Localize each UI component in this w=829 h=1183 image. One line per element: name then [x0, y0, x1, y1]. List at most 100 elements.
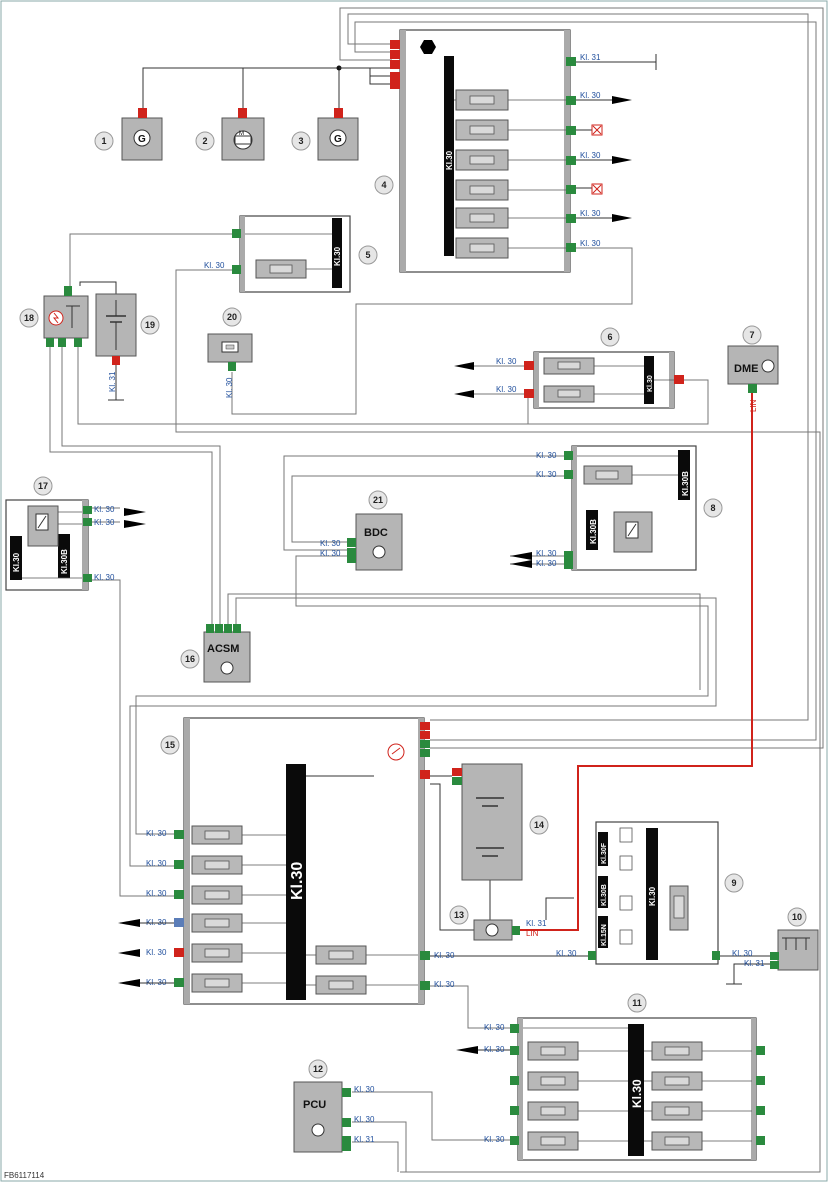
acsm-control-unit-16: ACSM: [203, 624, 251, 683]
terminal-label: Kl. 30: [496, 357, 517, 366]
terminal-label: Kl. 30: [146, 889, 167, 898]
pcu-control-unit-12: PCU Kl. 30 Kl. 30 Kl. 31: [293, 1081, 375, 1153]
svg-text:3: 3: [298, 136, 303, 146]
generator-3: G: [317, 108, 359, 161]
svg-text:11: 11: [632, 998, 642, 1008]
distribution-box-17: Kl.30 Kl.30B Kl. 30 Kl. 30 Kl. 30: [5, 499, 146, 591]
svg-text:12: 12: [313, 1064, 323, 1074]
svg-text:2: 2: [202, 136, 207, 146]
number-badge-21: 21: [368, 490, 388, 510]
battery-14: [452, 763, 523, 881]
terminal-label: Kl. 30: [146, 829, 167, 838]
svg-text:20: 20: [227, 312, 237, 322]
number-badge-17: 17: [33, 476, 53, 496]
terminal-label: Kl. 30: [94, 505, 115, 514]
arrow-left-icon: [510, 560, 532, 568]
distribution-box-9: Kl.30 Kl.30F Kl.30B Kl.15N Kl. 30 Kl. 30: [556, 821, 753, 985]
bus-label-9c: Kl.15N: [601, 924, 608, 946]
distribution-box-6: Kl.30 Kl. 30 Kl. 30: [454, 351, 684, 409]
bus-label-8: Kl.30B: [681, 471, 690, 496]
bus-label-8b: Kl.30B: [589, 519, 598, 544]
bus-label-9: Kl.30: [648, 886, 657, 906]
bus-label-6: Kl.30: [647, 375, 654, 392]
svg-text:5: 5: [365, 250, 370, 260]
arrow-right-icon: [124, 520, 146, 528]
svg-text:9: 9: [731, 878, 736, 888]
starter-motor-2: M: [221, 108, 265, 161]
terminal-label: Kl. 30: [94, 573, 115, 582]
arrow-right-icon: [612, 96, 632, 104]
terminal-label: Kl. 30: [536, 470, 557, 479]
svg-text:1: 1: [101, 136, 106, 146]
fuse-grid-11: [527, 1041, 703, 1151]
arrow-left-icon: [454, 362, 474, 370]
terminal-label: Kl. 30: [484, 1045, 505, 1054]
svg-text:19: 19: [145, 320, 155, 330]
terminal-label: Kl. 30: [225, 377, 234, 398]
number-badge-2: 2: [195, 131, 215, 151]
arrow-left-icon: [510, 552, 532, 560]
arrow-left-icon: [456, 1046, 478, 1054]
terminal-label: Kl. 30: [146, 948, 167, 957]
svg-text:7: 7: [749, 330, 754, 340]
terminal-label: Kl. 30: [580, 151, 601, 160]
battery-sensor-13: Kl. 31 LIN: [473, 897, 574, 941]
bus-label-5: Kl.30: [333, 246, 342, 266]
bus-label-11: Kl.30: [630, 1079, 644, 1108]
bus-label-9b: Kl.30B: [601, 884, 608, 906]
terminal-label: Kl. 30: [580, 209, 601, 218]
pcu-label: PCU: [303, 1099, 326, 1111]
number-badge-1: 1: [94, 131, 114, 151]
number-badge-12: 12: [308, 1059, 328, 1079]
svg-text:10: 10: [792, 912, 802, 922]
terminal-label: Kl. 30: [732, 949, 753, 958]
arrow-right-icon: [612, 214, 632, 222]
terminal-label: Kl. 30: [580, 239, 601, 248]
distribution-box-11: Kl.30 Kl. 30 Kl. 30: [456, 1017, 765, 1161]
arrow-left-icon: [454, 390, 474, 398]
number-badge-13: 13: [449, 905, 469, 925]
not-used-icon: [591, 183, 603, 195]
bus-label-17: Kl.30: [12, 552, 21, 572]
figure-id: FB6117114: [4, 1171, 45, 1180]
number-badge-10: 10: [787, 907, 807, 927]
number-badge-7: 7: [742, 325, 762, 345]
connector-10: Kl. 31: [744, 929, 819, 971]
number-badge-9: 9: [724, 873, 744, 893]
number-badge-18: 18: [19, 308, 39, 328]
lin-label: LIN: [526, 929, 539, 938]
fuse-holder-20: Kl. 30: [207, 333, 253, 398]
terminal-label: Kl. 30: [496, 385, 517, 394]
terminal-label: Kl. 31: [580, 53, 601, 62]
svg-text:8: 8: [710, 503, 715, 513]
terminal-label: Kl. 30: [536, 559, 557, 568]
acsm-label: ACSM: [207, 643, 239, 655]
bdc-label: BDC: [364, 527, 388, 539]
svg-text:6: 6: [607, 332, 612, 342]
arrow-left-icon: [118, 949, 140, 957]
arrow-right-icon: [612, 156, 632, 164]
terminal-label: Kl. 30: [204, 261, 225, 270]
terminal-label: Kl. 31: [354, 1135, 375, 1144]
dme-control-unit-7: DME LIN: [727, 345, 779, 412]
terminal-label: Kl. 30: [556, 949, 577, 958]
svg-text:17: 17: [38, 481, 48, 491]
svg-text:18: 18: [24, 313, 34, 323]
number-badge-8: 8: [703, 498, 723, 518]
svg-text:G: G: [138, 134, 146, 145]
power-distribution-box-15: Kl.30: [118, 717, 455, 1005]
terminal-label: Kl. 30: [580, 91, 601, 100]
terminal-label: Kl. 30: [484, 1135, 505, 1144]
number-badge-6: 6: [600, 327, 620, 347]
bus-label-15: Kl.30: [289, 862, 306, 900]
svg-text:15: 15: [165, 740, 175, 750]
svg-text:4: 4: [381, 180, 386, 190]
arrow-right-icon: [124, 508, 146, 516]
terminal-label: Kl. 30: [434, 980, 455, 989]
terminal-label: Kl. 30: [354, 1115, 375, 1124]
distribution-box-5: Kl.30 Kl. 30: [204, 215, 351, 293]
number-badge-5: 5: [358, 245, 378, 265]
terminal-label: Kl. 31: [108, 371, 117, 392]
